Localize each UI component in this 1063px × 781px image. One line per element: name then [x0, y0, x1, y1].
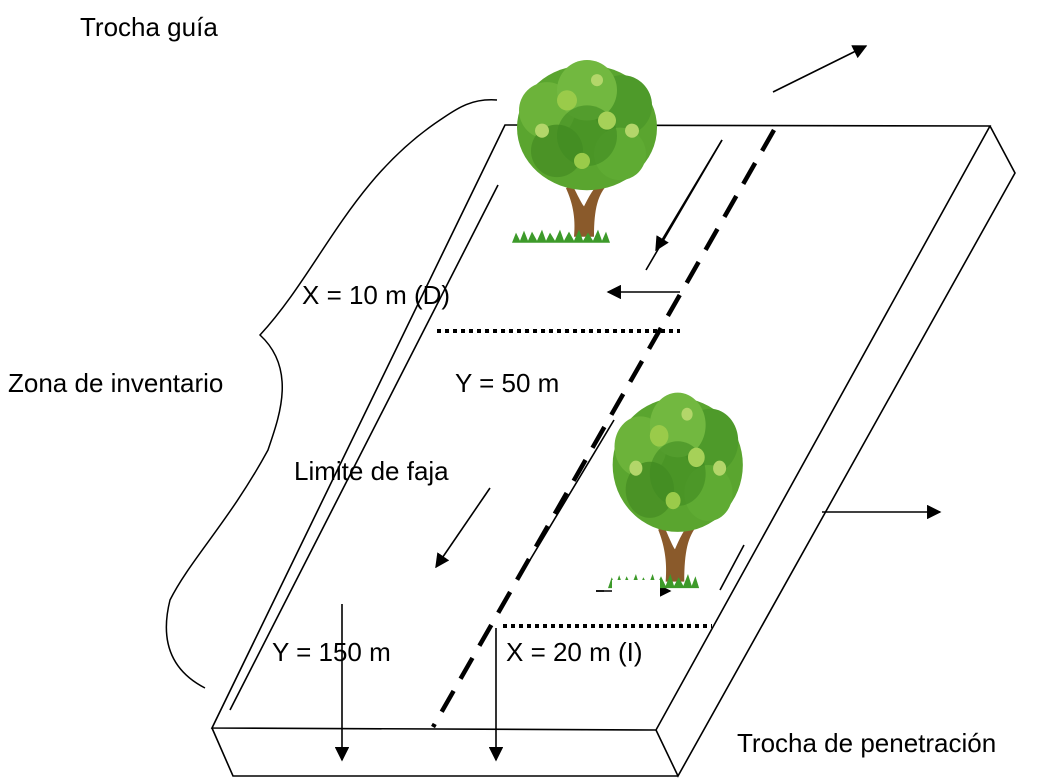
label-y-50m: Y = 50 m — [455, 368, 559, 398]
arrow-limite-faja — [435, 487, 491, 569]
label-x-10m: X = 10 m (D) — [302, 280, 450, 310]
tree-icon — [608, 392, 743, 589]
inventory-block — [210, 124, 1016, 778]
block-front-edge — [211, 727, 678, 777]
zone-brace — [165, 99, 498, 689]
strip-boundary-line — [719, 544, 745, 591]
label-y-150m: Y = 150 m — [272, 637, 391, 667]
center-trail-dashed — [431, 128, 776, 729]
label-trocha-penetracion: Trocha de penetración — [737, 728, 996, 758]
arrow-down-strip — [655, 139, 723, 252]
label-x-20m: X = 20 m (I) — [506, 637, 643, 667]
label-limite-faja: Limite de faja — [294, 456, 449, 486]
arrows — [334, 45, 942, 762]
arrow-out-top — [772, 45, 868, 93]
strip-boundary-line — [229, 184, 499, 711]
tree-icon — [512, 59, 657, 243]
label-trocha-guia: Trocha guía — [80, 12, 218, 42]
label-zona-inventario: Zona de inventario — [8, 368, 223, 398]
block-right-side — [655, 125, 1016, 778]
arrow-gap — [612, 580, 660, 602]
